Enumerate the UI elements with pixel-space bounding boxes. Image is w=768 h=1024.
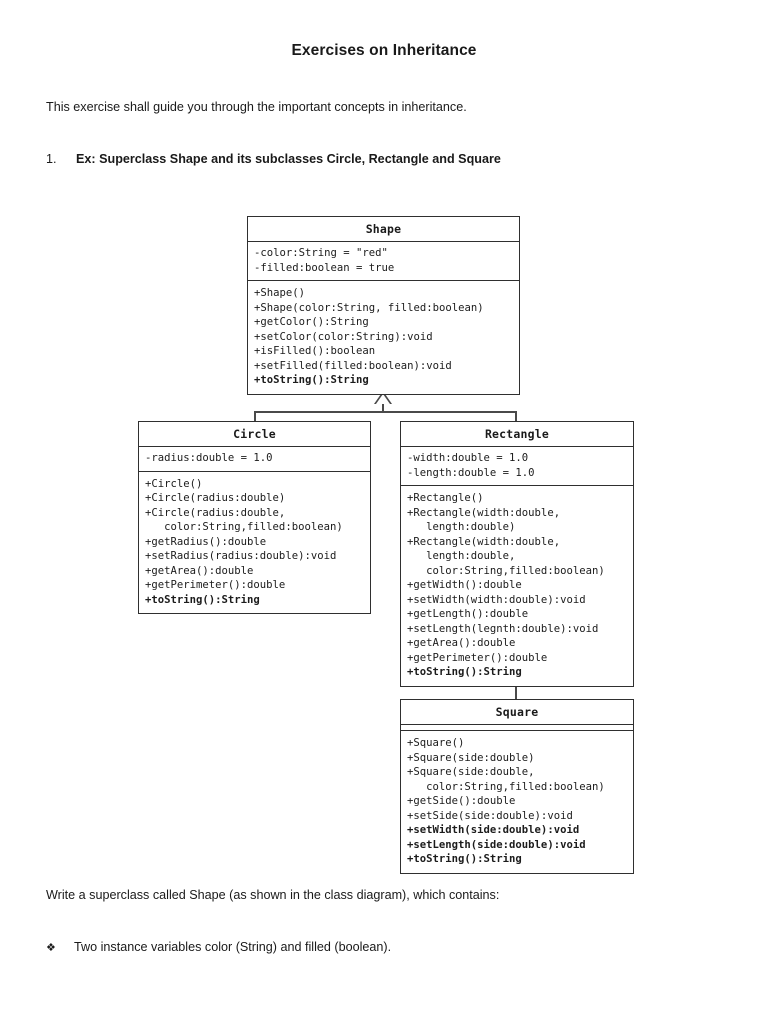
uml-operation: +toString():String: [407, 666, 522, 678]
uml-attribute: -radius:double = 1.0: [145, 452, 273, 464]
uml-operation: +Circle(radius:double): [145, 492, 286, 504]
uml-operation: +getRadius():double: [145, 535, 267, 548]
uml-operation: color:String,filled:boolean): [145, 521, 343, 533]
uml-class-square: Square +Square() +Square(side:double) +S…: [400, 699, 634, 874]
uml-attributes-compartment: -width:double = 1.0 -length:double = 1.0: [401, 447, 633, 486]
uml-operation: +Rectangle(width:double,: [407, 506, 561, 519]
uml-operation: +Rectangle(width:double,: [407, 535, 561, 548]
uml-operation: +Shape(color:String, filled:boolean): [254, 301, 484, 314]
uml-operations-compartment: +Square() +Square(side:double) +Square(s…: [401, 731, 633, 873]
uml-operation: +getArea():double: [407, 637, 516, 649]
uml-operation: +Square(): [407, 737, 465, 749]
numbered-list-item: 1. Ex: Superclass Shape and its subclasse…: [46, 152, 706, 166]
uml-operation: +Shape(): [254, 287, 306, 299]
uml-operation: +setLength(legnth:double):void: [407, 622, 599, 635]
uml-operation: +getWidth():double: [407, 579, 522, 591]
connector-stem-square: [515, 682, 517, 700]
uml-attribute: -color:String = "red": [254, 247, 388, 259]
uml-operation: +getLength():double: [407, 608, 529, 620]
uml-operation: +Square(side:double,: [407, 766, 535, 778]
bullet-item-text: Two instance variables color (String) an…: [74, 940, 392, 954]
uml-operation: +setLength(side:double):void: [407, 838, 586, 851]
uml-operation: +toString():String: [145, 593, 260, 606]
uml-operation: +setFilled(filled:boolean):void: [254, 359, 452, 372]
list-item-text: Ex: Superclass Shape and its subclasses …: [76, 152, 501, 166]
connector-drop-circle: [254, 411, 256, 422]
generalization-triangle-inner-icon: [376, 394, 390, 404]
connector-drop-rectangle: [515, 411, 517, 422]
uml-operation: +Circle(radius:double,: [145, 506, 286, 519]
page-title: Exercises on Inheritance: [291, 42, 477, 59]
uml-operations-compartment: +Rectangle() +Rectangle(width:double, le…: [401, 486, 633, 686]
intro-paragraph: This exercise shall guide you through th…: [46, 100, 467, 114]
uml-operation: +toString():String: [254, 374, 369, 386]
diamond-bullet-icon: ❖: [46, 942, 56, 954]
uml-class-rectangle: Rectangle -width:double = 1.0 -length:do…: [400, 421, 634, 687]
uml-class-shape: Shape -color:String = "red" -filled:bool…: [247, 216, 520, 395]
bullet-list-item: ❖ Two instance variables color (String) a…: [46, 940, 706, 954]
uml-operation: +setWidth(side:double):void: [407, 824, 580, 836]
uml-operation: +Rectangle(): [407, 492, 484, 504]
uml-attribute: -filled:boolean = true: [254, 261, 395, 274]
uml-operation: +setRadius(radius:double):void: [145, 550, 337, 562]
uml-attribute: -length:double = 1.0: [407, 466, 535, 479]
uml-operations-compartment: +Circle() +Circle(radius:double) +Circle…: [139, 472, 370, 614]
uml-operation: color:String,filled:boolean): [407, 564, 605, 577]
write-superclass-instruction: Write a superclass called Shape (as show…: [46, 888, 500, 902]
uml-attributes-compartment: -color:String = "red" -filled:boolean = …: [248, 242, 519, 281]
uml-operation: length:double,: [407, 550, 516, 562]
uml-class-name: Circle: [139, 422, 370, 447]
uml-operation: +getSide():double: [407, 795, 516, 807]
uml-class-name: Square: [401, 700, 633, 725]
uml-operation: +isFilled():boolean: [254, 345, 376, 357]
uml-class-name: Rectangle: [401, 422, 633, 447]
uml-operation: +setSide(side:double):void: [407, 809, 573, 822]
uml-operation: +setColor(color:String):void: [254, 330, 433, 343]
uml-operation: +getPerimeter():double: [145, 579, 286, 591]
uml-class-circle: Circle -radius:double = 1.0 +Circle() +C…: [138, 421, 371, 614]
uml-operation: color:String,filled:boolean): [407, 780, 605, 793]
uml-operations-compartment: +Shape() +Shape(color:String, filled:boo…: [248, 281, 519, 394]
uml-attribute: -width:double = 1.0: [407, 452, 529, 464]
uml-operation: +Square(side:double): [407, 751, 535, 764]
connector-horizontal-bar: [254, 411, 517, 413]
uml-operation: +getPerimeter():double: [407, 651, 548, 664]
connector-stem: [382, 404, 384, 412]
uml-operation: +Circle(): [145, 477, 203, 490]
uml-operation: length:double): [407, 521, 516, 533]
uml-operation: +getArea():double: [145, 564, 254, 577]
uml-attributes-compartment: [401, 725, 633, 731]
uml-operation: +toString():String: [407, 853, 522, 865]
uml-attributes-compartment: -radius:double = 1.0: [139, 447, 370, 472]
uml-operation: +setWidth(width:double):void: [407, 593, 586, 606]
uml-operation: +getColor():String: [254, 316, 369, 328]
list-marker: 1.: [46, 152, 57, 166]
uml-class-name: Shape: [248, 217, 519, 242]
